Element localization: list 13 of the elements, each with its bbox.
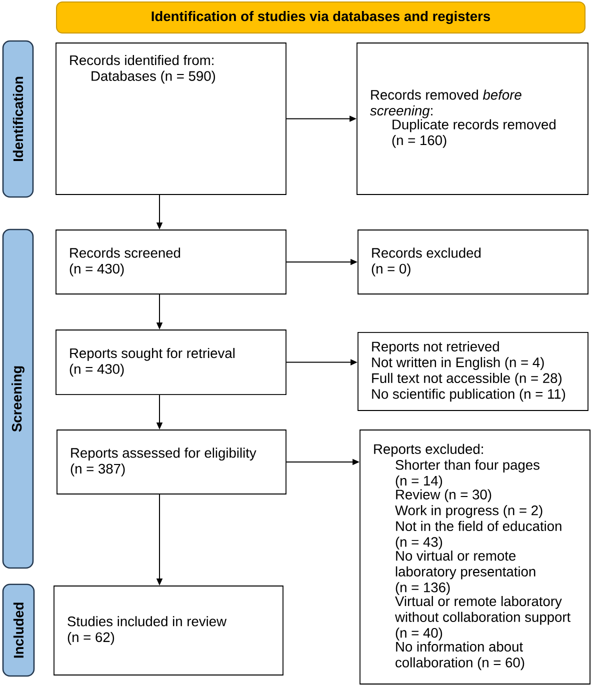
phase-band: Included xyxy=(2,584,35,677)
header-banner: Identification of studies via databases and registers xyxy=(56,2,586,34)
process-box: Records excluded (n = 0) xyxy=(358,230,588,294)
process-box: Records removed before screening: Duplicate records removed (n = 160) xyxy=(356,42,588,195)
process-box: Records screened (n = 430) xyxy=(56,230,286,294)
process-box: Records identified from: Databases (n = 590) xyxy=(56,42,286,195)
process-box: Reports excluded: Shorter than four pages (n = 14) Review (n = 30) Work in progress (n = 2) Not in the field of education (n = 43) No virtual or remote laboratory presentation (n = 136) Virtual or remote laboratory without collaboration support (n = 40) No information about collaboration (n = 60) xyxy=(360,430,590,684)
phase-band: Identification xyxy=(2,40,34,198)
process-box: Reports sought for retrieval (n = 430) xyxy=(56,330,286,396)
process-box: Studies included in review (n = 62) xyxy=(54,586,284,676)
process-box: Reports assessed for eligibility (n = 387) xyxy=(56,430,286,494)
process-box: Reports not retrieved Not written in English (n = 4) Full text not accessible (n = 28) No scientific publication (n = 11) xyxy=(358,332,588,411)
phase-band: Screening xyxy=(2,228,34,569)
